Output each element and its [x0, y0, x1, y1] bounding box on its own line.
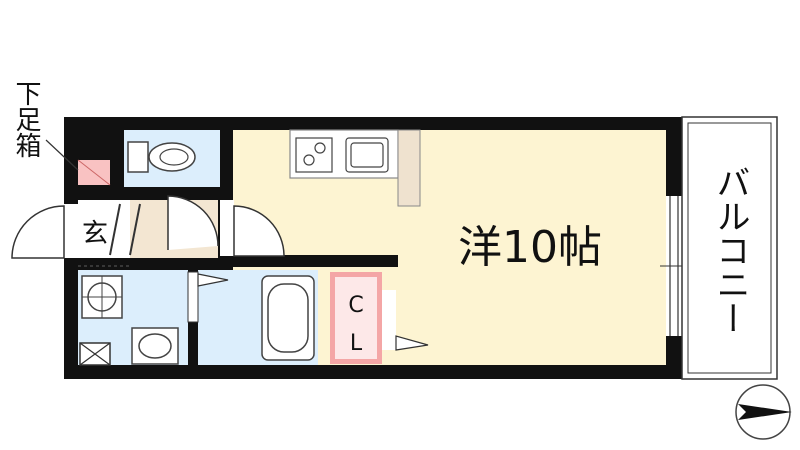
door-swing-icon	[233, 205, 285, 257]
room-door-gap	[220, 200, 234, 256]
door-swing-icon	[167, 195, 219, 250]
kitchen-wall-counter	[397, 129, 421, 207]
shoe-box-label: 下足箱	[11, 80, 41, 158]
door-swing-icon	[395, 335, 429, 351]
storage-box-icon	[79, 342, 111, 366]
entrance-floor	[78, 200, 130, 258]
entrance-door-gap	[60, 204, 80, 258]
washing-machine-icon	[81, 275, 123, 319]
closet-door-gap	[382, 290, 396, 350]
partition-wall	[218, 255, 398, 267]
balcony-label: バルコニー	[710, 165, 750, 335]
stove-icon	[295, 137, 333, 173]
entrance-label: 玄	[82, 219, 108, 249]
closet-inner	[335, 277, 377, 359]
compass-icon	[735, 384, 792, 440]
room-label: 洋10帖	[458, 222, 602, 273]
bathtub-icon	[261, 275, 315, 361]
door-swing-icon	[187, 271, 199, 323]
toilet-icon	[127, 141, 196, 173]
sink-icon	[345, 137, 389, 173]
closet-label-l: L	[350, 331, 363, 356]
washbasin-icon	[131, 327, 179, 365]
balcony	[681, 116, 778, 380]
door-swing-icon	[197, 273, 229, 287]
closet-label-c: C	[348, 293, 363, 318]
balcony-inner	[687, 122, 772, 374]
door-swing-icon	[11, 205, 65, 259]
